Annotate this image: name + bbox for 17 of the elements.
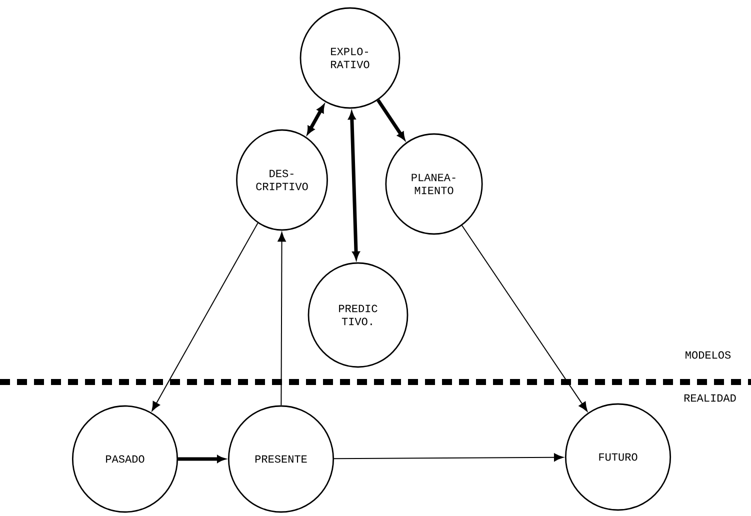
arrow (462, 225, 588, 412)
circle-node: DES- CRIPTIVO (236, 129, 328, 231)
arrow (307, 104, 324, 134)
zone-label: MODELOS (686, 351, 731, 359)
zone-label: REALIDAD (684, 394, 736, 402)
arrow (334, 453, 564, 462)
circle-node: PASADO (72, 405, 178, 513)
circle-node: EXPLO- RATIVO (300, 7, 400, 109)
arrow (178, 455, 225, 463)
circle-node: FUTURO (564, 403, 672, 511)
circle-node: PREDIC TIVO. (308, 262, 408, 368)
circle-node: PLANEA- MIENTO (385, 133, 483, 235)
arrow (348, 112, 360, 260)
arrow (278, 232, 286, 406)
circle-node: PRESENTE (228, 405, 334, 513)
arrow (152, 222, 258, 412)
arrow (376, 99, 406, 140)
